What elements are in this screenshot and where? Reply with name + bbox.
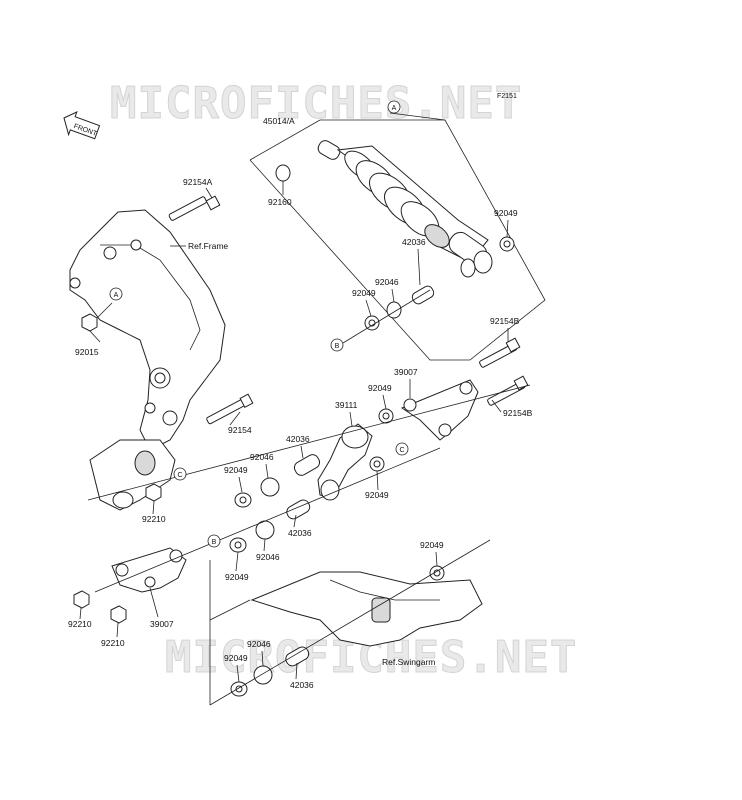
part-label-92049-c: 92049: [365, 490, 389, 500]
ref-swingarm-label: Ref.Swingarm: [382, 657, 435, 667]
callout-a-frame: A: [109, 287, 123, 301]
part-label-92154b: 92154B: [503, 408, 533, 418]
callout-b-shock: B: [330, 338, 344, 352]
axis-line-lower: [94, 447, 441, 593]
svg-text:B: B: [212, 539, 217, 546]
reference-code: F2151: [497, 93, 517, 100]
shock-box-outline: [249, 119, 546, 361]
bolt-92154b-top: [479, 337, 521, 368]
part-label-92049-low: 92049: [225, 572, 249, 582]
collar-42036-mid: [293, 454, 321, 476]
callout-b-lower: B: [207, 534, 221, 548]
part-label-42036-bottom: 42036: [290, 680, 314, 690]
part-label-42036-mid: 42036: [286, 434, 310, 444]
bolt-92154: [206, 393, 254, 425]
collar-42036-low: [286, 499, 311, 520]
part-label-92210-upper: 92210: [142, 514, 166, 524]
part-label-92154b-top: 92154B: [490, 316, 520, 326]
part-label-92046-mid: 92046: [250, 452, 274, 462]
part-label-39111: 39111: [335, 400, 358, 410]
part-label-92049-rocker-top: 92049: [368, 383, 392, 393]
swingarm: [250, 571, 483, 647]
part-label-92154: 92154: [228, 425, 252, 435]
callout-c-right: C: [395, 442, 409, 456]
svg-text:B: B: [335, 343, 340, 350]
bushing-92160: [275, 164, 291, 182]
nut-92015: [81, 313, 98, 332]
callout-a-top: A: [387, 100, 401, 114]
part-label-45014a: 45014/A: [263, 116, 295, 126]
part-label-92210-right: 92210: [101, 638, 125, 648]
front-arrow-icon: FRONT: [63, 111, 101, 140]
part-label-42036-low: 42036: [288, 528, 312, 538]
part-label-92046-shock: 92046: [375, 277, 399, 287]
bolt-92154a: [168, 195, 221, 221]
part-label-39007-bottom: 39007: [150, 619, 174, 629]
part-label-92210-left: 92210: [68, 619, 92, 629]
tie-rod-39007-lower: [111, 547, 187, 593]
svg-text:A: A: [392, 105, 397, 112]
callout-c-left: C: [173, 467, 187, 481]
nut-92210-right: [110, 605, 127, 624]
part-label-92154a: 92154A: [183, 177, 213, 187]
frame: [69, 209, 226, 451]
part-label-92049-shock: 92049: [494, 208, 518, 218]
bearing-92046-mid: [260, 477, 280, 497]
part-label-39007-top: 39007: [394, 367, 418, 377]
nut-92210-left: [73, 590, 90, 609]
part-label-92049-swing: 92049: [420, 540, 444, 550]
part-label-92046-bottom: 92046: [247, 639, 271, 649]
part-label-92015: 92015: [75, 347, 99, 357]
shock-absorber: [317, 140, 493, 278]
part-label-92049-bottom: 92049: [224, 653, 248, 663]
svg-text:C: C: [177, 472, 182, 479]
part-label-92046-low: 92046: [256, 552, 280, 562]
collar-42036-shock: [411, 285, 435, 305]
bearing-92046-shock: [386, 301, 402, 319]
watermark-top: MICROFICHES.NET: [110, 78, 522, 129]
part-label-92160: 92160: [268, 197, 292, 207]
part-label-42036-shock: 42036: [402, 237, 426, 247]
nut-92210-upper: [145, 483, 162, 502]
svg-text:A: A: [114, 292, 119, 299]
collar-42036-bottom: [285, 646, 310, 667]
axis-line-upper: [87, 384, 531, 501]
bearing-92046-bottom: [253, 665, 273, 685]
shock-callout-line: [389, 112, 446, 121]
part-label-92049-mid: 92049: [224, 465, 248, 475]
svg-text:C: C: [399, 447, 404, 454]
ref-frame-label: Ref.Frame: [188, 241, 228, 251]
part-label-92049-shock-low: 92049: [352, 288, 376, 298]
